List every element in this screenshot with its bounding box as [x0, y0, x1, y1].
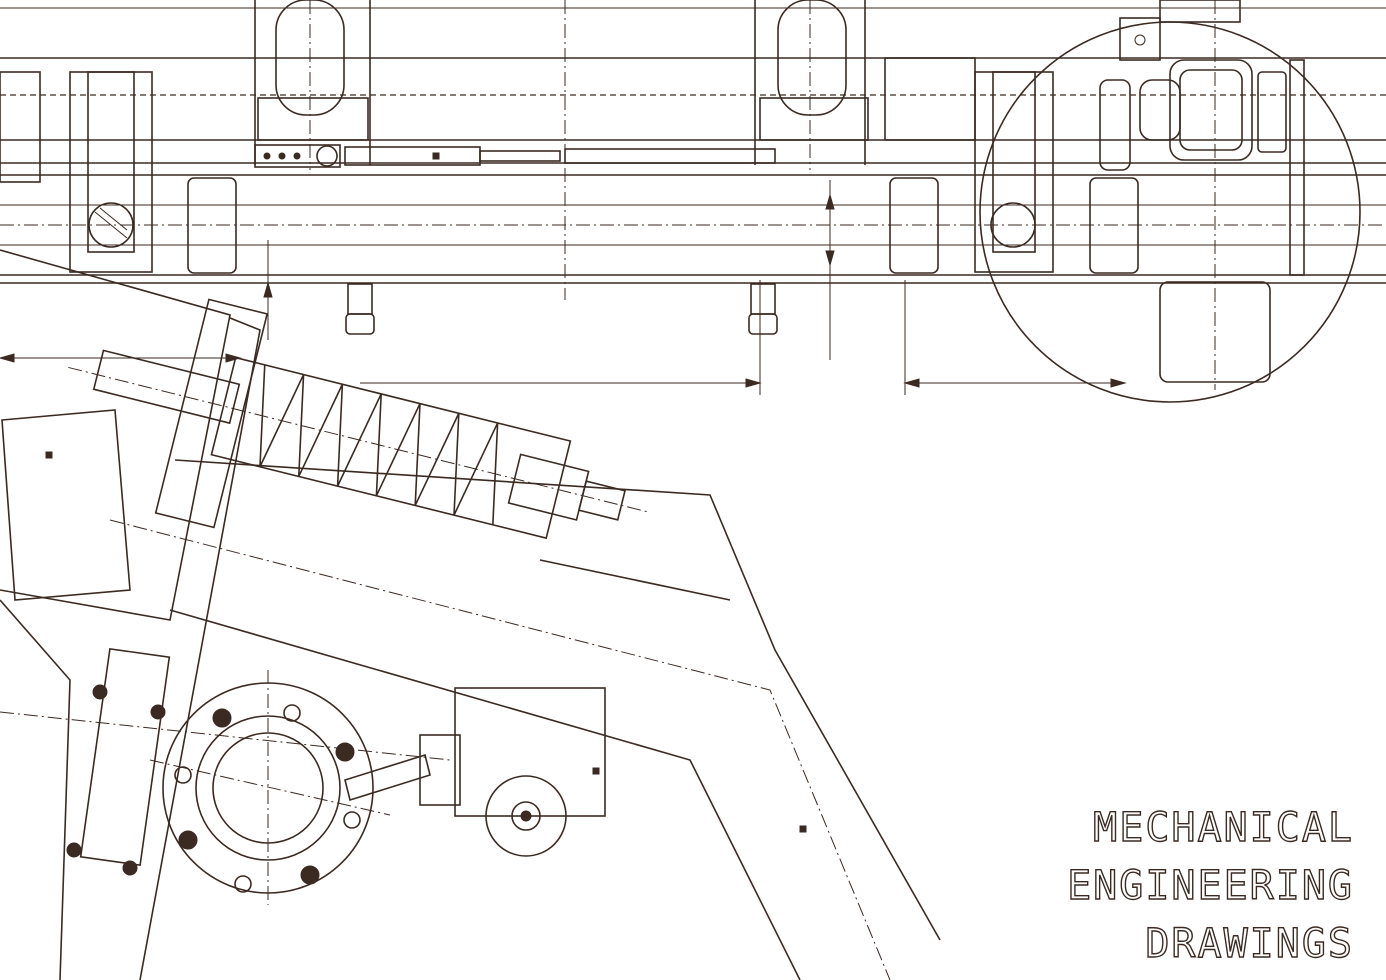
spring-assembly	[68, 298, 651, 540]
caption-line-drawings: DRAWINGS	[1145, 921, 1354, 967]
detail-view-circle	[979, 0, 1361, 403]
caption-line-engineering: ENGINEERING	[1066, 863, 1354, 909]
diagonal-arm	[0, 249, 941, 980]
caption-line-mechanical: MECHANICAL	[1092, 805, 1354, 851]
upper-frame-assembly	[0, 0, 1386, 395]
flange-valve	[0, 647, 807, 905]
